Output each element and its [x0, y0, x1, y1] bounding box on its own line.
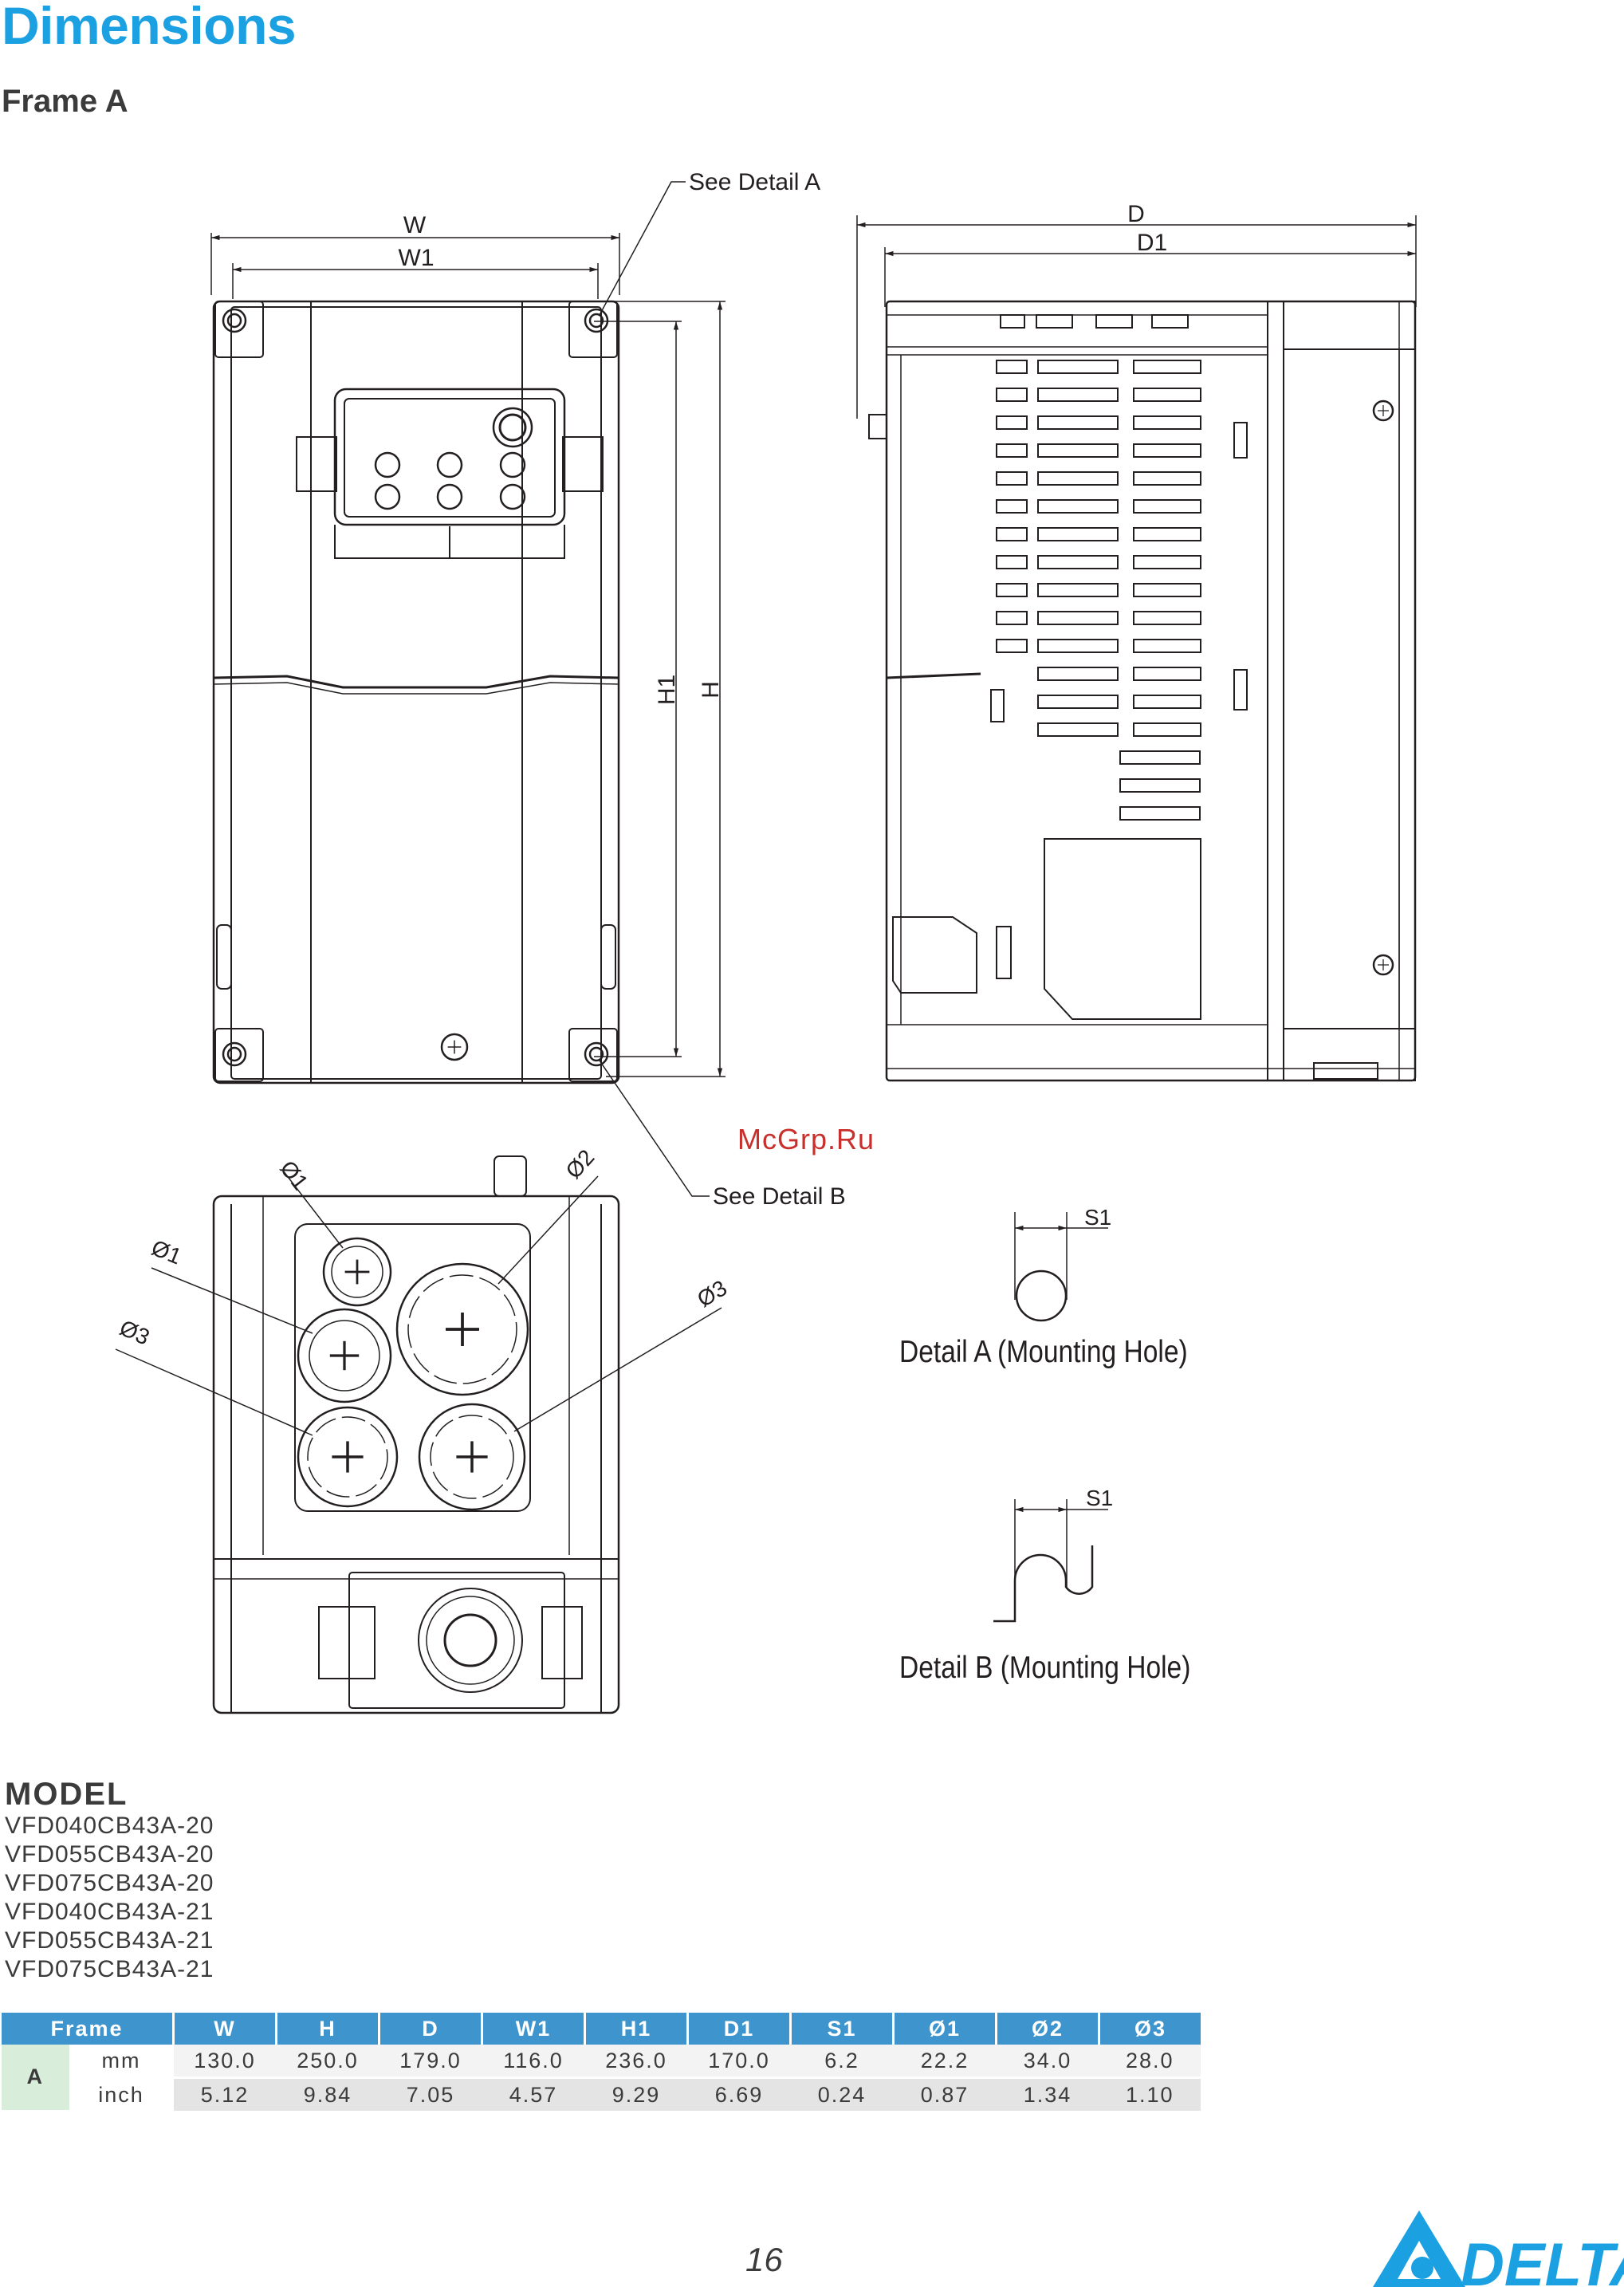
cell: 5.12 [173, 2077, 277, 2111]
cell: 4.57 [482, 2077, 585, 2111]
detail-a-caption: Detail A (Mounting Hole) [899, 1335, 1188, 1369]
cell: 7.05 [379, 2077, 482, 2111]
bottom-view: Ø1 Ø1 Ø3 Ø2 Ø3 [115, 1145, 731, 1714]
see-detail-a: See Detail A [689, 169, 820, 195]
model-item: VFD040CB43A-20 [5, 1813, 214, 1839]
watermark: McGrp.Ru [737, 1123, 875, 1155]
cell: 130.0 [173, 2045, 277, 2079]
label-d1: D1 [1137, 230, 1167, 256]
header-d1: D1 [687, 2013, 792, 2045]
logo-text: DELTA [1461, 2231, 1624, 2287]
cell: 9.84 [276, 2077, 379, 2111]
label-phi3-left: Ø3 [116, 1315, 154, 1350]
table-row: A mm 130.0 250.0 179.0 116.0 236.0 170.0… [2, 2045, 1201, 2112]
cell: 0.24 [790, 2077, 894, 2111]
front-view: W W1 H1 H [210, 169, 846, 1210]
model-item: VFD075CB43A-20 [5, 1870, 214, 1896]
label-h: H [698, 681, 724, 699]
cell: 6.69 [687, 2077, 791, 2111]
label-w: W [403, 212, 427, 238]
unit-cell: inch [69, 2077, 174, 2111]
cell: 1.34 [996, 2077, 1099, 2111]
cell: 28.0 [1099, 2045, 1201, 2079]
page-title: Dimensions [2, 0, 297, 55]
header-phi1: Ø1 [893, 2013, 997, 2045]
header-w1: W1 [482, 2013, 586, 2045]
detail-b-caption: Detail B (Mounting Hole) [899, 1651, 1191, 1685]
cell: 0.87 [893, 2077, 997, 2111]
model-heading: MODEL [5, 1777, 128, 1812]
label-w1: W1 [399, 245, 435, 271]
side-view: D D1 [856, 201, 1417, 1082]
label-s1-b: S1 [1086, 1486, 1113, 1510]
label-phi2: Ø2 [560, 1145, 599, 1184]
model-list: MODEL VFD040CB43A-20 VFD055CB43A-20 VFD0… [5, 1777, 214, 1984]
delta-logo: DELTA [1373, 2210, 1624, 2287]
table-header-row: Frame W H D W1 H1 D1 S1 Ø1 Ø2 Ø3 [2, 2013, 1201, 2045]
dimensions-table: Frame W H D W1 H1 D1 S1 Ø1 Ø2 Ø3 A mm 13… [2, 2013, 1201, 2112]
label-phi1-left: Ø1 [148, 1235, 185, 1269]
label-s1-a: S1 [1084, 1205, 1111, 1230]
cell: 116.0 [482, 2045, 585, 2079]
model-item: VFD040CB43A-21 [5, 1899, 214, 1925]
header-phi3: Ø3 [1099, 2013, 1201, 2045]
unit-cell: mm [69, 2045, 174, 2079]
cell: 22.2 [893, 2045, 997, 2079]
header-phi2: Ø2 [996, 2013, 1100, 2045]
cell: 170.0 [687, 2045, 791, 2079]
table-row: inch 5.12 9.84 7.05 4.57 9.29 6.69 0.24 … [2, 2077, 1201, 2111]
frame-cell: A [2, 2045, 69, 2112]
cell: 9.29 [584, 2077, 688, 2111]
header-h1: H1 [584, 2013, 689, 2045]
cell: 179.0 [379, 2045, 482, 2079]
label-h1: H1 [654, 675, 680, 705]
frame-title: Frame A [2, 84, 128, 119]
cell: 236.0 [584, 2045, 688, 2079]
label-phi3-right: Ø3 [693, 1275, 731, 1312]
detail-b: S1 [993, 1486, 1113, 1623]
vent-slots [996, 360, 1201, 821]
see-detail-b: See Detail B [713, 1183, 846, 1210]
header-d: D [379, 2013, 483, 2045]
detail-a: S1 [1014, 1205, 1111, 1322]
header-frame: Frame [2, 2013, 175, 2045]
cell: 1.10 [1099, 2077, 1201, 2111]
label-d: D [1127, 201, 1145, 227]
header-h: H [276, 2013, 380, 2045]
page-number: 16 [745, 2241, 783, 2278]
dimension-drawing: W W1 H1 H [115, 169, 1417, 1714]
label-phi1-top: Ø1 [275, 1156, 313, 1195]
model-item: VFD055CB43A-20 [5, 1841, 214, 1868]
model-item: VFD055CB43A-21 [5, 1927, 214, 1954]
cell: 250.0 [276, 2045, 379, 2079]
model-item: VFD075CB43A-21 [5, 1956, 214, 1982]
header-s1: S1 [790, 2013, 895, 2045]
header-w: W [173, 2013, 277, 2045]
cell: 34.0 [996, 2045, 1099, 2079]
cell: 6.2 [790, 2045, 894, 2079]
